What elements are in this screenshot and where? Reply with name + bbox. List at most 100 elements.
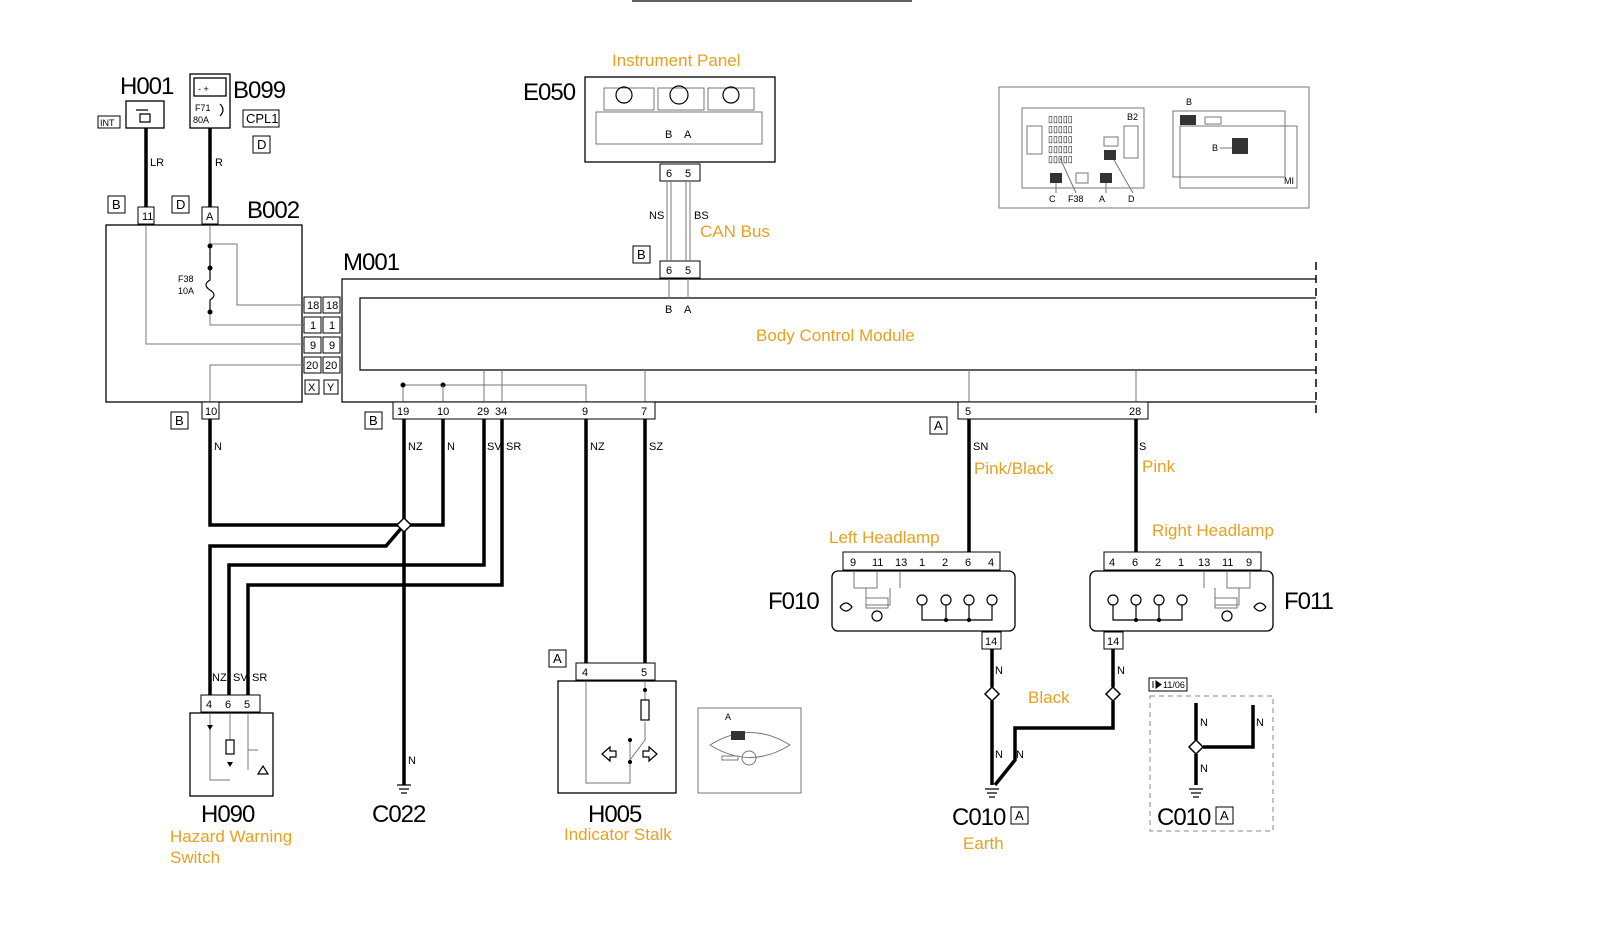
e050-component: Instrument Panel E050 B A 6 5 NS BS CAN …	[523, 51, 776, 279]
pin-h005-4: 4	[582, 667, 588, 679]
pin-h090-6: 6	[225, 699, 231, 711]
pin-h001-11: 11	[142, 211, 153, 223]
pin-f011-11: 11	[1222, 557, 1233, 569]
b002-label: B002	[247, 197, 300, 224]
pin-e050-a: A	[684, 129, 692, 141]
pin-f011-13: 13	[1198, 557, 1210, 569]
pin-m001-9: 9	[329, 340, 335, 352]
cpl1-label: CPL1	[246, 111, 279, 126]
pin-m001-18: 18	[326, 300, 338, 312]
pin-m001-1: 1	[329, 320, 335, 332]
wire-sr-h090: SR	[252, 672, 267, 684]
fuse-80a: 80A	[193, 115, 209, 125]
inset-m1: MI	[1284, 176, 1294, 186]
wire-sr-34: SR	[506, 441, 521, 453]
pin-f010-4: 4	[988, 557, 994, 569]
body-control-module-label: Body Control Module	[756, 326, 915, 345]
pin-m001-29: 29	[477, 406, 489, 418]
m001-component: M001 Body Control Module 18 1 9 20 Y B A…	[322, 249, 1317, 435]
e050-label: E050	[523, 79, 576, 106]
connector-b-can: B	[637, 247, 646, 262]
wire-ns: NS	[649, 210, 664, 222]
wire-bs: BS	[694, 210, 709, 222]
black-label: Black	[1028, 688, 1070, 707]
wire-nz-h090: NZ	[212, 672, 227, 684]
c010-earth: Black N N C010 A Earth	[952, 649, 1122, 853]
h090-component: NZ SV SR 4 6 5 H090 Hazard Warning Switc…	[170, 672, 292, 867]
pin-e050-6: 6	[666, 168, 672, 180]
wire-nz-19: NZ	[408, 441, 423, 453]
pin-f011-9: 9	[1246, 557, 1252, 569]
pin-f011-4: 4	[1109, 557, 1115, 569]
wire-n-c010r: N	[1016, 749, 1024, 761]
pin-f010-13: 13	[895, 557, 907, 569]
wire-n-10: N	[447, 441, 455, 453]
inset-b-mid: B	[1212, 143, 1218, 153]
f010-component: Left Headlamp 9 11 13 1 2 6 4 F010 14 N	[768, 528, 1016, 677]
pin-f011-2: 2	[1155, 557, 1161, 569]
pin-m001-b: B	[665, 304, 672, 316]
pin-m001-19: 19	[397, 406, 409, 418]
can-bus-label: CAN Bus	[700, 222, 770, 241]
pin-e050-b: B	[665, 129, 672, 141]
wire-s-28: S	[1139, 441, 1146, 453]
indicator-stalk-label: Indicator Stalk	[564, 825, 672, 844]
pin-m001-34: 34	[495, 406, 507, 418]
pin-b002-9: 9	[310, 340, 316, 352]
right-headlamp-label: Right Headlamp	[1152, 521, 1274, 540]
f010-label: F010	[768, 588, 819, 615]
wire-n-ref-a: N	[1200, 717, 1208, 729]
pin-f011-14: 14	[1107, 636, 1119, 648]
pin-h090-4: 4	[206, 699, 212, 711]
hazard-switch-label: Switch	[170, 848, 220, 867]
fuse-f38: F38	[178, 274, 194, 284]
m001-label: M001	[343, 249, 400, 276]
h001-component: H001 INT LR	[97, 73, 175, 207]
c022-component: N C022	[372, 755, 427, 828]
pink-label: Pink	[1142, 457, 1176, 476]
pink-black-label: Pink/Black	[974, 459, 1054, 478]
svg-text:▯▯▯▯▯: ▯▯▯▯▯	[1048, 144, 1073, 154]
pin-can-6: 6	[666, 265, 672, 277]
connector-b-bottom-mid: B	[369, 413, 378, 428]
pin-m001-7: 7	[641, 406, 647, 418]
wire-n-f011: N	[1117, 665, 1125, 677]
inset-b-top: B	[1186, 97, 1192, 107]
pin-f011-6: 6	[1132, 557, 1138, 569]
pin-f010-6: 6	[965, 557, 971, 569]
connector-y: Y	[327, 382, 335, 394]
wire-r: R	[215, 157, 223, 169]
wire-n-f010: N	[995, 665, 1003, 677]
pin-m001-a: A	[684, 304, 692, 316]
wire-n-b002: N	[214, 441, 222, 453]
connector-b-bottom-left: B	[175, 413, 184, 428]
pin-m001-28: 28	[1129, 406, 1141, 418]
wire-sv-29: SV	[487, 441, 502, 453]
h005-label: H005	[588, 801, 642, 828]
wire-n-ref-c: N	[1200, 763, 1208, 775]
wire-nz-9: NZ	[590, 441, 605, 453]
fuse-f71: F71	[195, 103, 211, 113]
connector-d-b099: D	[257, 137, 266, 152]
pin-h090-5: 5	[244, 699, 250, 711]
pin-b002-18: 18	[307, 300, 319, 312]
c022-label: C022	[372, 801, 426, 828]
earth-label: Earth	[963, 834, 1004, 853]
pin-b002-10: 10	[205, 406, 217, 418]
inset-a: A	[1099, 194, 1105, 204]
pin-f011-1: 1	[1178, 557, 1184, 569]
wire-sz-7: SZ	[649, 441, 663, 453]
pin-m001-10: 10	[437, 406, 449, 418]
wire-n-ref-b: N	[1256, 717, 1264, 729]
left-headlamp-label: Left Headlamp	[829, 528, 940, 547]
connector-a-c010b: A	[1220, 808, 1229, 823]
wire-sv-h090: SV	[233, 672, 248, 684]
h005-component: A 4 5 H005 Indicator Stalk A	[548, 649, 802, 844]
int-label: INT	[100, 118, 115, 128]
connector-a-c010: A	[1015, 808, 1024, 823]
pin-f010-2: 2	[942, 557, 948, 569]
f011-component: Right Headlamp 4 6 2 1 13 11 9 F011 14 N	[1089, 521, 1335, 677]
pin-b002-a: A	[206, 211, 214, 223]
pin-f010-1: 1	[919, 557, 925, 569]
pin-b002-20: 20	[306, 360, 318, 372]
